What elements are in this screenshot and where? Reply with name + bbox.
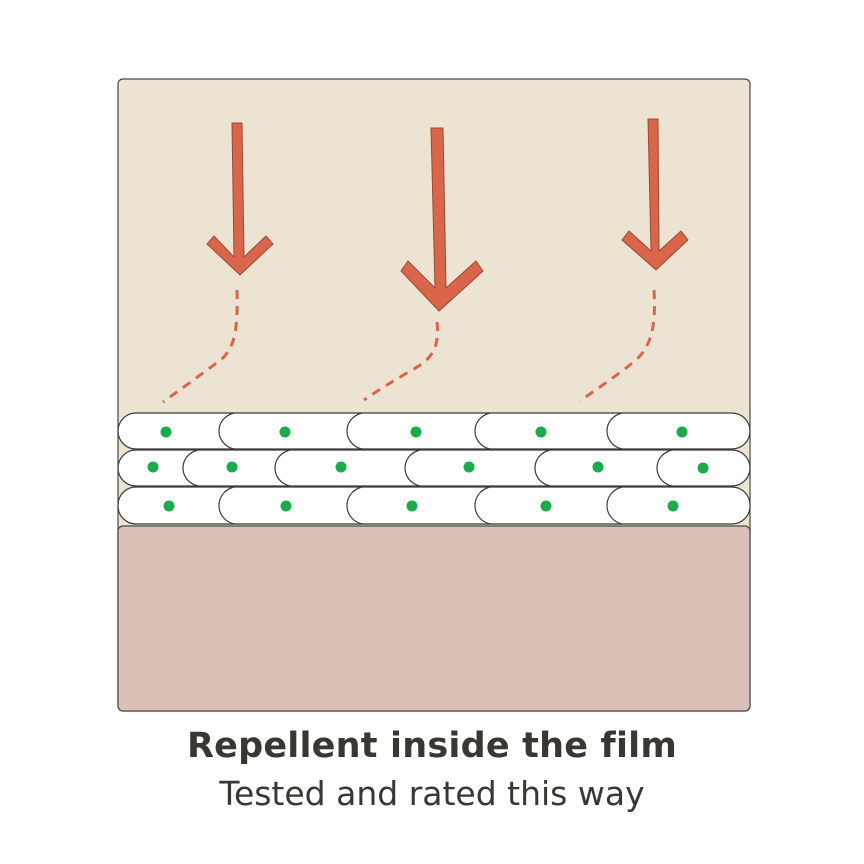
repellent-dot (279, 426, 291, 438)
cell-divider (218, 412, 235, 450)
repellent-dot (535, 426, 547, 438)
film-row-1 (117, 412, 751, 450)
repellent-dot (406, 500, 418, 512)
repellent-dot (163, 500, 175, 512)
down-arrow-icon (621, 118, 689, 271)
cell-divider (656, 449, 673, 487)
cell-divider (606, 486, 623, 525)
repellent-particles (147, 426, 709, 512)
film-layer (117, 412, 751, 525)
repellent-dot (667, 500, 679, 512)
cell-divider (182, 449, 199, 487)
repellent-dot (280, 500, 292, 512)
down-arrow-icon (206, 122, 274, 276)
repellent-dot (592, 461, 604, 473)
repellent-dot (463, 461, 475, 473)
cell-divider (606, 412, 623, 450)
dashed-paths (162, 289, 656, 404)
diagram-title: Repellent inside the film (186, 726, 678, 766)
repellent-dot (160, 426, 172, 438)
incoming-arrows (206, 118, 689, 312)
film-row-3 (117, 486, 751, 525)
cell-divider (534, 449, 551, 487)
skin-region (117, 525, 751, 712)
repellent-dot (697, 462, 709, 474)
dashed-path-center (363, 321, 440, 402)
repellent-dot (540, 500, 552, 512)
repellent-dot (147, 461, 159, 473)
cell-divider (346, 486, 363, 525)
cell-divider (218, 486, 235, 525)
repellent-dot (335, 461, 347, 473)
cell-divider (474, 412, 491, 450)
cell-divider (404, 449, 421, 487)
diagram-subtitle: Tested and rated this way (219, 774, 645, 813)
repellent-dot (410, 426, 422, 438)
cell-divider (474, 486, 491, 525)
down-arrow-icon (400, 127, 484, 312)
cell-divider (274, 449, 291, 487)
cell-divider (346, 412, 363, 450)
repellent-dot (676, 426, 688, 438)
repellent-dot (226, 461, 238, 473)
film-row-2 (117, 449, 751, 487)
